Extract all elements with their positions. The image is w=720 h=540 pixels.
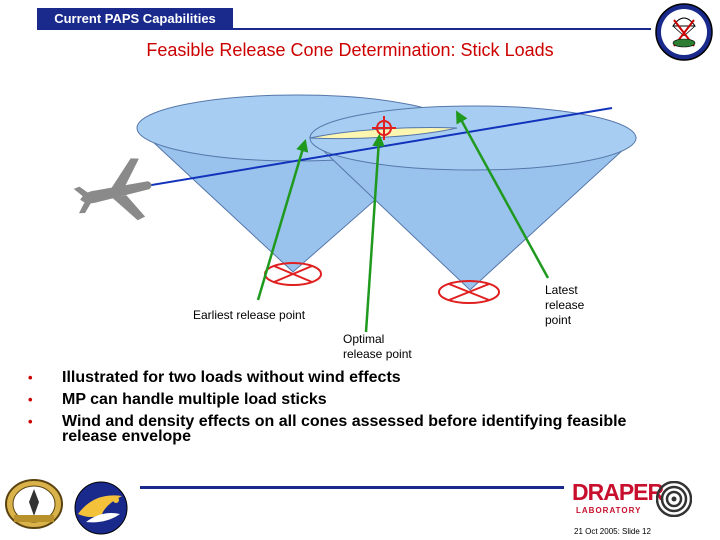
slide-title: Feasible Release Cone Determination: Sti… [146,40,554,60]
optimal-arrow [364,133,385,333]
bullet-dot-icon: • [28,392,33,407]
latest-label-line1: Latest [545,283,578,297]
bullet-list: • Illustrated for two loads without wind … [28,370,668,451]
earliest-release-label: Earliest release point [193,308,306,322]
latest-arrow [455,110,550,279]
optimal-label-line1: Optimal [343,332,385,346]
army-crest-icon [5,479,63,529]
section-title: Current PAPS Capabilities [54,11,216,26]
latest-ground-target [438,280,500,304]
latest-label-line3: point [545,313,572,327]
draper-wordmark: DRAPER [572,479,664,505]
aircraft-icon [73,158,152,221]
bullet-item: • Wind and density effects on all cones a… [28,413,668,445]
header-bar: Current PAPS Capabilities [37,8,233,30]
optimal-release-label: Optimal release point [343,332,412,362]
bullet-text: Wind and density effects on all cones as… [62,413,627,445]
bullet-item: • Illustrated for two loads without wind … [28,369,668,386]
latest-label-line2: release [545,298,585,312]
eagle-emblem-icon [74,481,128,535]
bullet-text: MP can handle multiple load sticks [62,391,327,408]
optimal-label-line2: release point [343,347,412,361]
bullet-item: • MP can handle multiple load sticks [28,391,668,408]
header-rule [233,28,651,30]
parachute-emblem-icon [655,3,713,61]
earliest-ground-target [264,262,322,286]
bullet-dot-icon: • [28,414,33,429]
latest-release-label: Latest release point [545,283,584,328]
earliest-arrow [256,139,309,301]
bullet-dot-icon: • [28,370,33,385]
slide-date-number: 21 Oct 2005: Slide 12 [574,527,651,536]
draper-target-icon [656,481,692,517]
flight-path [121,107,613,191]
footer-rule [140,486,564,489]
draper-subtitle: LABORATORY [576,506,642,515]
bullet-text: Illustrated for two loads without wind e… [62,369,401,386]
